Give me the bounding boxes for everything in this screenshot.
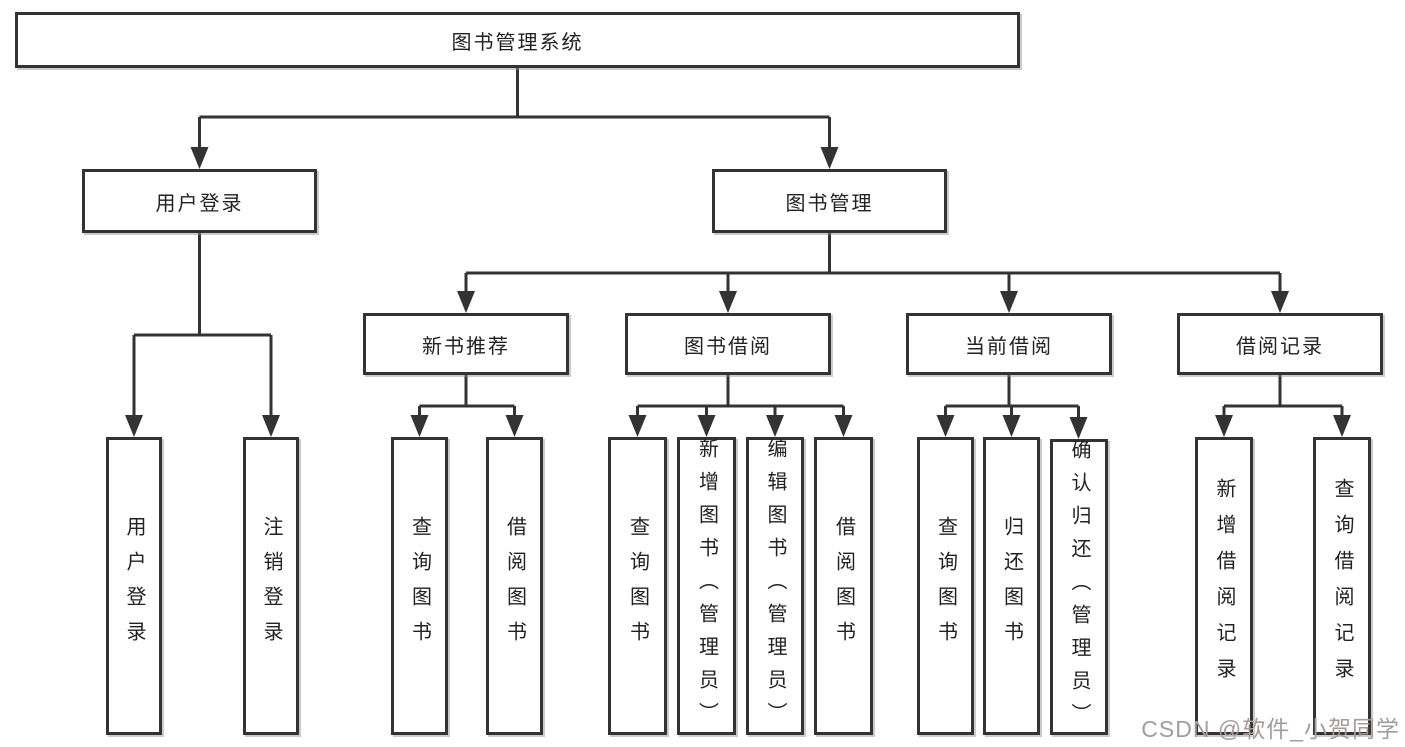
arrow-down-icon	[719, 291, 737, 313]
leaf-confirm-return-admin: 确认归还（管理员）	[1050, 438, 1108, 736]
leaf-borrow-books-recommend: 借阅图书	[486, 437, 543, 735]
node-book-borrow: 图书借阅	[625, 313, 831, 375]
node-book-management: 图书管理	[712, 169, 947, 233]
leaf-return-books: 归还图书	[983, 437, 1040, 735]
connector-user-login-children	[125, 233, 280, 437]
node-user-login: 用户登录	[82, 169, 317, 233]
node-label: 图书借阅	[684, 335, 772, 358]
csdn-watermark: CSDN @软件_小贺同学	[1141, 716, 1400, 742]
leaf-user-login: 用户登录	[106, 437, 162, 735]
leaf-borrow-books: 借阅图书	[814, 437, 873, 735]
arrow-down-icon	[1000, 291, 1018, 313]
leaf-add-books-admin: 新增图书（管理员）	[677, 437, 736, 735]
leaf-logout: 注销登录	[243, 437, 299, 735]
node-label: 借阅图书	[503, 516, 526, 656]
leaf-edit-books-admin: 编辑图书（管理员）	[746, 437, 804, 735]
arrow-down-icon	[628, 415, 647, 437]
arrow-down-icon	[820, 147, 839, 169]
leaf-query-borrow-record: 查询借阅记录	[1313, 437, 1371, 735]
leaf-query-books-current: 查询图书	[917, 437, 974, 735]
arrow-down-icon	[834, 415, 853, 437]
connector-new-book-children	[410, 375, 524, 437]
arrow-down-icon	[1271, 291, 1289, 313]
node-label: 新增图书（管理员）	[695, 437, 718, 735]
node-label: 归还图书	[1000, 516, 1023, 656]
arrow-down-icon	[1002, 415, 1021, 437]
node-new-book-recommend: 新书推荐	[363, 313, 569, 375]
node-label: 新增借阅记录	[1213, 478, 1235, 694]
node-label: 注销登录	[260, 516, 282, 656]
node-label: 用户登录	[155, 192, 244, 215]
node-label: 图书管理	[785, 192, 874, 215]
node-label: 查询图书	[408, 516, 431, 656]
arrow-down-icon	[125, 415, 143, 437]
arrow-down-icon	[1215, 415, 1233, 437]
connector-root-to-level1	[190, 68, 839, 169]
node-label: 查询图书	[626, 516, 649, 656]
connector-current-borrow-children	[936, 375, 1088, 439]
node-label: 查询图书	[934, 516, 957, 656]
arrow-down-icon	[410, 415, 429, 437]
node-label: 借阅记录	[1236, 335, 1324, 358]
arrow-down-icon	[1333, 415, 1351, 437]
node-label: 用户登录	[123, 516, 145, 656]
node-root-library-system: 图书管理系统	[15, 12, 1020, 68]
node-current-borrow: 当前借阅	[906, 313, 1112, 375]
arrow-down-icon	[766, 415, 784, 437]
arrow-down-icon	[262, 415, 280, 437]
leaf-query-books-borrow: 查询图书	[608, 437, 667, 735]
node-label: 确认归还（管理员）	[1068, 438, 1090, 736]
connector-book-management-children	[457, 233, 1289, 313]
arrow-down-icon	[457, 291, 475, 313]
node-label: 当前借阅	[965, 335, 1053, 358]
node-label: 查询借阅记录	[1331, 478, 1353, 694]
node-label: 借阅图书	[832, 516, 855, 656]
connector-borrow-record-children	[1215, 375, 1351, 437]
arrow-down-icon	[936, 415, 955, 437]
arrow-down-icon	[190, 147, 209, 169]
arrow-down-icon	[697, 415, 716, 437]
node-label: 图书管理系统	[451, 31, 584, 54]
leaf-add-borrow-record: 新增借阅记录	[1195, 437, 1253, 735]
arrow-down-icon	[1069, 417, 1088, 439]
node-borrow-records: 借阅记录	[1177, 313, 1383, 375]
arrow-down-icon	[505, 415, 524, 437]
connector-book-borrow-children	[628, 375, 853, 437]
leaf-query-books-recommend: 查询图书	[391, 437, 448, 735]
node-label: 新书推荐	[422, 335, 510, 358]
node-label: 编辑图书（管理员）	[764, 437, 786, 735]
